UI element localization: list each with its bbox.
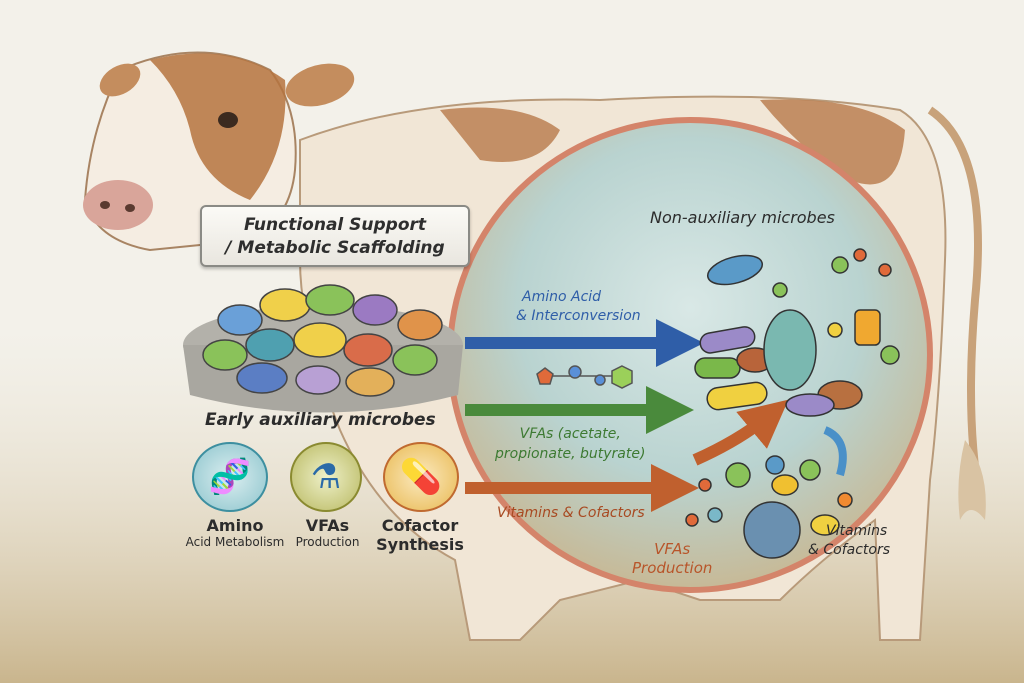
early-auxiliary-label: Early auxiliary microbes <box>205 410 436 430</box>
blue-curved-arrow <box>823 426 847 477</box>
function-subtitle: Synthesis <box>376 535 464 554</box>
vitamins-arrow-label: Vitamins & Cofactors <box>497 505 645 521</box>
function-subtitle: Production <box>295 535 360 549</box>
function-title: Amino <box>206 516 264 535</box>
dna-icon: 🧬 <box>192 442 268 512</box>
label-line2: & Interconversion <box>516 308 641 324</box>
label-line1: VFAs (acetate, <box>519 426 621 442</box>
title-line1: Functional Support <box>243 215 427 235</box>
label-line1: VFAs <box>654 540 691 558</box>
vfa-label: VFAs (acetate, propionate, butyrate) <box>495 424 645 464</box>
vfa-production-label: VFAs Production <box>632 540 712 578</box>
pills-icon: 💊 <box>383 442 459 512</box>
auxiliary-microbes-bowl <box>183 284 463 413</box>
label-line2: & Cofactors <box>808 542 891 558</box>
amino-acid-label: Amino Acid & Interconversion <box>516 288 641 326</box>
function-subtitle: Acid Metabolism <box>185 535 285 549</box>
title-line2: / Metabolic Scaffolding <box>225 238 445 258</box>
label-line2: Production <box>632 559 713 577</box>
molecule-chain <box>536 365 633 389</box>
non-auxiliary-microbes <box>685 248 900 559</box>
functional-support-label: Functional Support / Metabolic Scaffoldi… <box>200 205 470 267</box>
function-title: Cofactor <box>381 516 459 535</box>
label-line1: Amino Acid <box>522 289 602 305</box>
curved-arrow <box>692 399 789 466</box>
function-title: VFAs <box>305 516 350 535</box>
vitamins-cofactors-label: Vitamins & Cofactors <box>808 522 890 560</box>
flask-icon: ⚗ <box>290 442 362 512</box>
non-auxiliary-label: Non-auxiliary microbes <box>650 208 835 227</box>
label-line2: propionate, butyrate) <box>495 446 646 462</box>
label-line1: Vitamins <box>826 523 888 539</box>
